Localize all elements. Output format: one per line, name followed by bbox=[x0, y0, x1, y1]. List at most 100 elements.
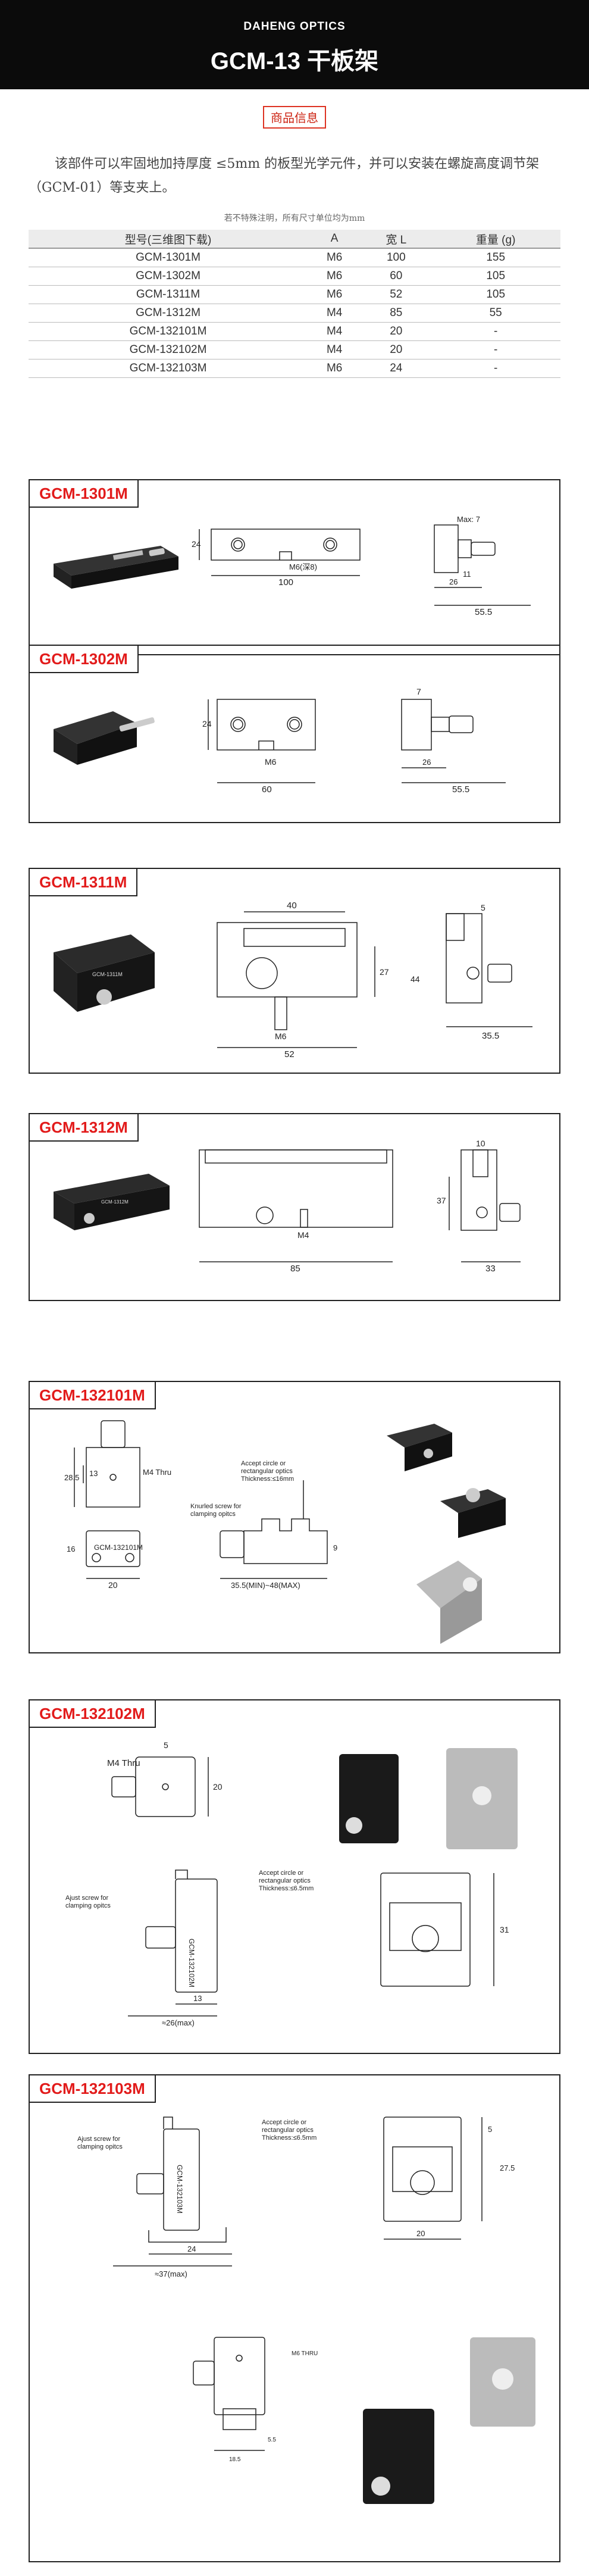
engraved-label: GCM-1311M bbox=[92, 971, 123, 977]
drawing-gcm-132103m: GCM-132103M Accept circle or rectangular… bbox=[77, 2117, 535, 2504]
cell: - bbox=[431, 322, 560, 341]
dim-label: 11 bbox=[463, 570, 471, 579]
product-photo: GCM-1312M bbox=[54, 1174, 170, 1230]
note-line: rectangular optics bbox=[259, 1877, 311, 1884]
bottom-view bbox=[86, 1530, 140, 1579]
dim-label: M4 Thru bbox=[143, 1468, 171, 1477]
cell: 155 bbox=[431, 248, 560, 267]
drawing-gcm-1301m: 24 M6(深8) 100 Max: 7 11 26 55.5 bbox=[54, 515, 531, 617]
section-gcm-132101m: GCM-132101M 28.5 13 M4 Thru GCM-132101M … bbox=[29, 1381, 560, 1653]
drawing-gcm-132101m: 28.5 13 M4 Thru GCM-132101M 16 20 Accept… bbox=[64, 1420, 506, 1644]
product-photo bbox=[54, 711, 155, 765]
note-line: Thickness:≤16mm bbox=[241, 1475, 294, 1483]
dim-label: 20 bbox=[108, 1580, 118, 1590]
cell: 20 bbox=[361, 340, 431, 359]
dim-label: 100 bbox=[278, 577, 293, 587]
note-line: clamping opitcs bbox=[190, 1511, 236, 1518]
cell: M6 bbox=[308, 267, 362, 286]
col-width: 宽 L bbox=[361, 230, 431, 249]
cell: M4 bbox=[308, 322, 362, 341]
dim-label: 24 bbox=[202, 719, 212, 729]
top-view bbox=[74, 1420, 140, 1508]
section-gcm-1301m: GCM-1301M 24 M6(深8) 100 Max: 7 11 bbox=[29, 479, 560, 655]
note-line: Ajust screw for bbox=[77, 2136, 120, 2143]
cell: M4 bbox=[308, 340, 362, 359]
dim-label: 52 bbox=[284, 1049, 294, 1059]
section-tag: GCM-132103M bbox=[29, 2074, 156, 2103]
note-line: rectangular optics bbox=[262, 2127, 314, 2134]
section-tag: GCM-1311M bbox=[29, 868, 138, 896]
engraved-label: GCM-132103M bbox=[176, 2165, 184, 2214]
model-link[interactable]: GCM-132102M bbox=[29, 340, 308, 359]
note-line: clamping opitcs bbox=[65, 1902, 111, 1909]
section-gcm-132103m: GCM-132103M GCM-132103M Accept circle or… bbox=[29, 2074, 560, 2562]
side-view bbox=[220, 1480, 328, 1579]
dim-label: 27 bbox=[380, 967, 389, 977]
front-view bbox=[208, 699, 316, 783]
dim-label: 13 bbox=[193, 1994, 202, 2003]
product-photos bbox=[339, 1748, 518, 1849]
note-line: Accept circle or bbox=[241, 1460, 286, 1467]
section-tag: GCM-1312M bbox=[29, 1113, 139, 1142]
model-link[interactable]: GCM-1312M bbox=[29, 304, 308, 323]
top-view bbox=[111, 1756, 209, 1817]
col-a: A bbox=[308, 230, 362, 249]
hero-banner: DAHENG OPTICS GCM-13 干板架 bbox=[0, 0, 589, 89]
dim-label: Max: 7 bbox=[457, 515, 480, 524]
dim-label: 35.5 bbox=[482, 1031, 499, 1041]
unit-note: 若不特殊注明，所有尺寸单位均为mm bbox=[224, 214, 365, 223]
dim-label: 33 bbox=[485, 1264, 496, 1274]
cell: - bbox=[431, 340, 560, 359]
side-view bbox=[401, 699, 506, 783]
section-title-info: 商品信息 bbox=[263, 106, 326, 129]
dim-label: 55.5 bbox=[475, 607, 492, 617]
dim-label: 16 bbox=[67, 1545, 75, 1553]
product-description: 该部件可以牢固地加持厚度 ≤5mm 的板型光学元件，并可以安装在螺旋高度调节架（… bbox=[29, 157, 540, 195]
dim-label: 10 bbox=[476, 1139, 485, 1148]
engraved-label: GCM-132101M bbox=[94, 1543, 143, 1552]
model-link[interactable]: GCM-132101M bbox=[29, 322, 308, 341]
bottom-view bbox=[193, 2337, 265, 2451]
side-view bbox=[446, 913, 532, 1027]
dim-label: 26 bbox=[449, 577, 458, 586]
note-line: Knurled screw for bbox=[190, 1503, 242, 1510]
dim-label: 18.5 bbox=[229, 2456, 241, 2463]
note-line: Thickness:≤6.5mm bbox=[262, 2134, 317, 2142]
dim-label: M6(深8) bbox=[289, 562, 317, 571]
cell: M4 bbox=[308, 304, 362, 323]
note-line: Thickness:≤6.5mm bbox=[259, 1885, 314, 1892]
cell: 24 bbox=[361, 359, 431, 378]
model-link[interactable]: GCM-132103M bbox=[29, 359, 308, 378]
section-tag: GCM-132101M bbox=[29, 1381, 156, 1409]
cell: 100 bbox=[361, 248, 431, 267]
back-view bbox=[380, 1872, 494, 1987]
cell: 55 bbox=[431, 304, 560, 323]
drawing-gcm-1312m: GCM-1312M M4 85 10 37 33 bbox=[54, 1139, 521, 1274]
note-line: clamping opitcs bbox=[77, 2143, 123, 2150]
model-link[interactable]: GCM-1311M bbox=[29, 285, 308, 304]
table-header-row: 型号(三维图下载) A 宽 L 重量 (g) bbox=[29, 230, 560, 249]
model-link[interactable]: GCM-1301M bbox=[29, 248, 308, 267]
cell: 60 bbox=[361, 267, 431, 286]
dim-label: ≈26(max) bbox=[162, 2018, 195, 2027]
note-line: Accept circle or bbox=[259, 1870, 304, 1877]
model-link[interactable]: GCM-1302M bbox=[29, 267, 308, 286]
side-view bbox=[128, 1870, 218, 2017]
dim-label: 28.5 bbox=[64, 1473, 79, 1482]
drawing-gcm-132102m: 5 M4 Thru 20 GCM-132102M Accept circle o… bbox=[65, 1740, 518, 2027]
cell: M6 bbox=[308, 285, 362, 304]
product-photo bbox=[54, 546, 178, 589]
product-photos bbox=[363, 2337, 535, 2504]
dim-label: 27.5 bbox=[500, 2164, 515, 2172]
note-line: Accept circle or bbox=[262, 2119, 307, 2126]
dim-label: 5.5 bbox=[268, 2437, 276, 2443]
section-tag: GCM-132102M bbox=[29, 1699, 156, 1728]
side-view bbox=[449, 1149, 521, 1262]
dim-label: 20 bbox=[213, 1782, 223, 1792]
drawing-gcm-1311m: GCM-1311M 40 27 44 M6 52 5 35.5 bbox=[54, 901, 532, 1059]
